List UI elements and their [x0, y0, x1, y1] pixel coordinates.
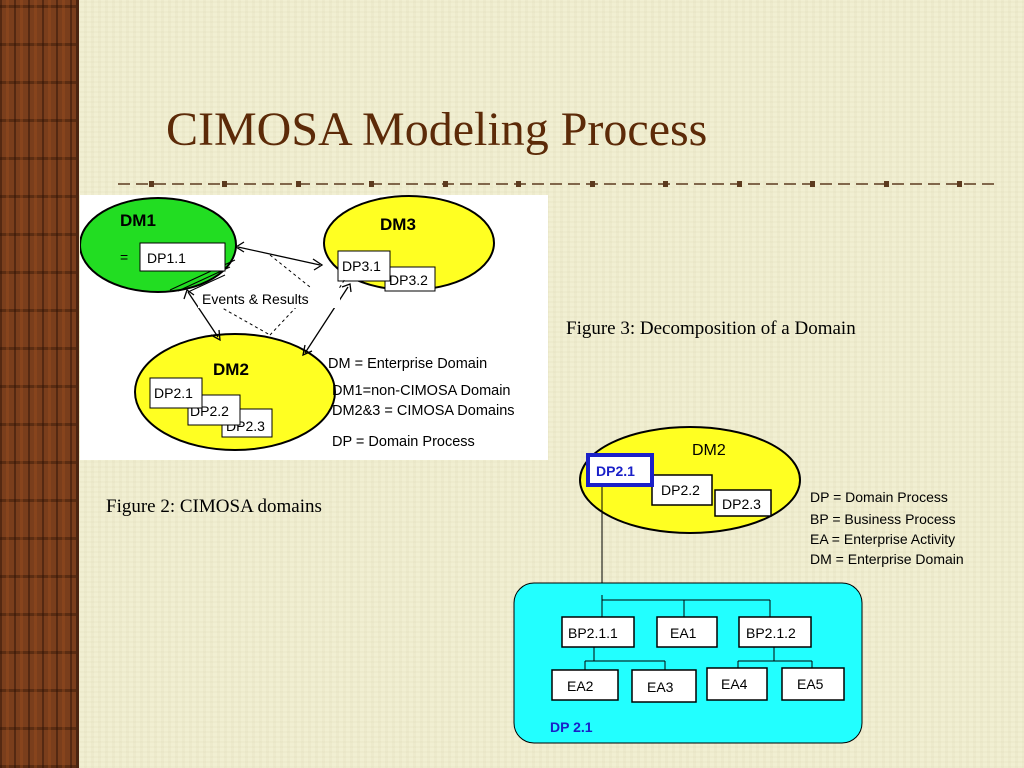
fig3-dp2-2: DP2.2	[661, 482, 700, 498]
node-bp2-1-1: BP2.1.1	[568, 625, 618, 641]
dm2-domain: DM2 DP2.3 DP2.2 DP2.1	[134, 333, 336, 451]
fig3-legend-bp: BP = Business Process	[810, 511, 956, 527]
node-bp2-1-2: BP2.1.2	[746, 625, 796, 641]
figure-2-cimosa-domains: DM1 = DP1.1 DM3 DP3.2 DP3.1 DM2 DP2.3 DP…	[79, 195, 548, 460]
fig2-legend-dm23: DM2&3 = CIMOSA Domains	[332, 403, 515, 419]
dp1-1-process: DP1.1	[147, 250, 186, 266]
figure-3-caption: Figure 3: Decomposition of a Domain	[566, 318, 856, 339]
wood-border	[0, 0, 79, 768]
dp3-1-process: DP3.1	[342, 258, 381, 274]
dm3-label: DM3	[380, 215, 416, 234]
node-ea5: EA5	[797, 676, 824, 692]
dm2-domain-ellipse: DM2 DP2.3 DP2.2 DP2.1	[579, 426, 801, 534]
container-label: DP 2.1	[550, 719, 593, 735]
node-ea2: EA2	[567, 678, 594, 694]
figure-2-caption: Figure 2: CIMOSA domains	[106, 496, 322, 517]
node-ea1: EA1	[670, 625, 697, 641]
dm1-domain: DM1 = DP1.1	[79, 197, 237, 293]
figure-3-domain-decomposition: DM2 DP2.3 DP2.2 DP2.1 DP = Domain Proces…	[512, 425, 982, 745]
dm2-label: DM2	[213, 360, 249, 379]
dm3-domain: DM3 DP3.2 DP3.1	[323, 195, 495, 292]
dm1-label: DM1	[120, 211, 156, 230]
dp2-1-process: DP2.1	[154, 385, 193, 401]
fig3-legend-dp: DP = Domain Process	[810, 489, 948, 505]
events-results-label: Events & Results	[202, 291, 309, 307]
fig3-legend-dm: DM = Enterprise Domain	[810, 551, 964, 567]
node-ea4: EA4	[721, 676, 748, 692]
dp3-2-process: DP3.2	[389, 272, 428, 288]
title-divider	[118, 181, 994, 187]
slide-title: CIMOSA Modeling Process	[166, 103, 708, 156]
fig3-dp2-3: DP2.3	[722, 496, 761, 512]
domain-arrows	[183, 241, 352, 357]
fig3-dp2-1-selected: DP2.1	[596, 463, 635, 479]
fig3-legend-ea: EA = Enterprise Activity	[810, 531, 955, 547]
fig2-legend-dm1: DM1=non-CIMOSA Domain	[332, 383, 511, 399]
dp2-1-container: DP 2.1	[513, 582, 863, 744]
dm1-equals: =	[120, 249, 128, 265]
tree-level-1: BP2.1.1 EA1 BP2.1.2	[561, 616, 812, 648]
tree-level-2: EA2 EA3 EA4 EA5	[551, 667, 845, 703]
node-ea3: EA3	[647, 679, 674, 695]
fig2-legend-dm: DM = Enterprise Domain	[328, 356, 487, 372]
fig2-legend-dp: DP = Domain Process	[332, 434, 475, 450]
fig3-dm2-label: DM2	[692, 442, 726, 459]
